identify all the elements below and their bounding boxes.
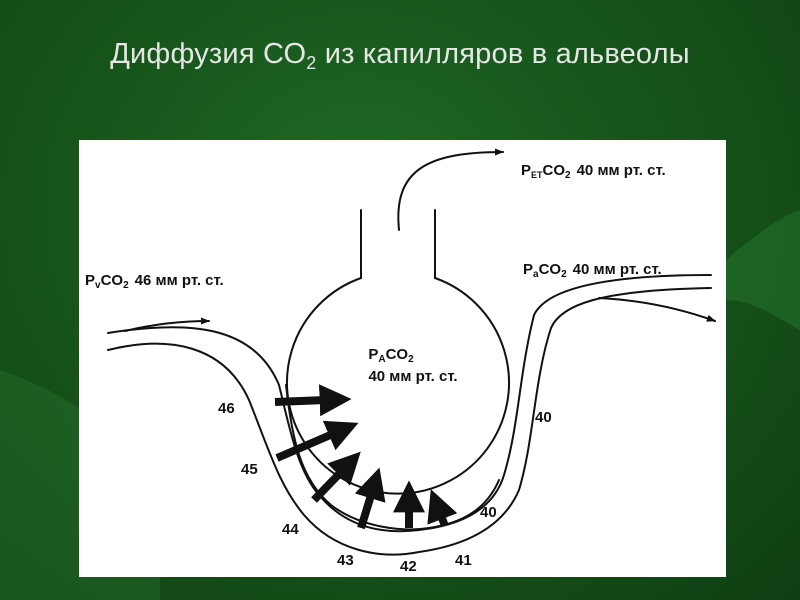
gradient-value-41: 41: [455, 552, 472, 569]
alveolar-co2-label: PACO2: [368, 346, 414, 365]
diffusion-arrow-41: [427, 489, 458, 528]
expired-air-arrow: [397, 148, 504, 231]
gradient-value-40-lower: 40: [480, 504, 497, 521]
gradient-value-43: 43: [337, 552, 354, 569]
capillary-outer-wall: [107, 287, 712, 556]
arterial-flow-arrow: [598, 297, 716, 322]
gradient-value-45: 45: [241, 461, 258, 478]
page-title: Диффузия СО2 из капилляров в альвеолы: [110, 38, 690, 73]
gradient-value-42: 42: [400, 558, 417, 575]
diffusion-arrow-45: [275, 420, 359, 462]
diffusion-arrow-43: [354, 467, 386, 530]
diffusion-arrow-46: [274, 384, 352, 417]
alveolar-membrane: [285, 384, 500, 531]
gradient-value-46: 46: [218, 400, 235, 417]
gradient-value-44: 44: [282, 521, 299, 538]
alveolar-co2-value: 40 мм рт. ст.: [368, 368, 457, 385]
venous-flow-arrow: [124, 317, 210, 332]
gradient-value-40-upper: 40: [535, 409, 552, 426]
diffusion-arrow-44: [311, 451, 361, 503]
